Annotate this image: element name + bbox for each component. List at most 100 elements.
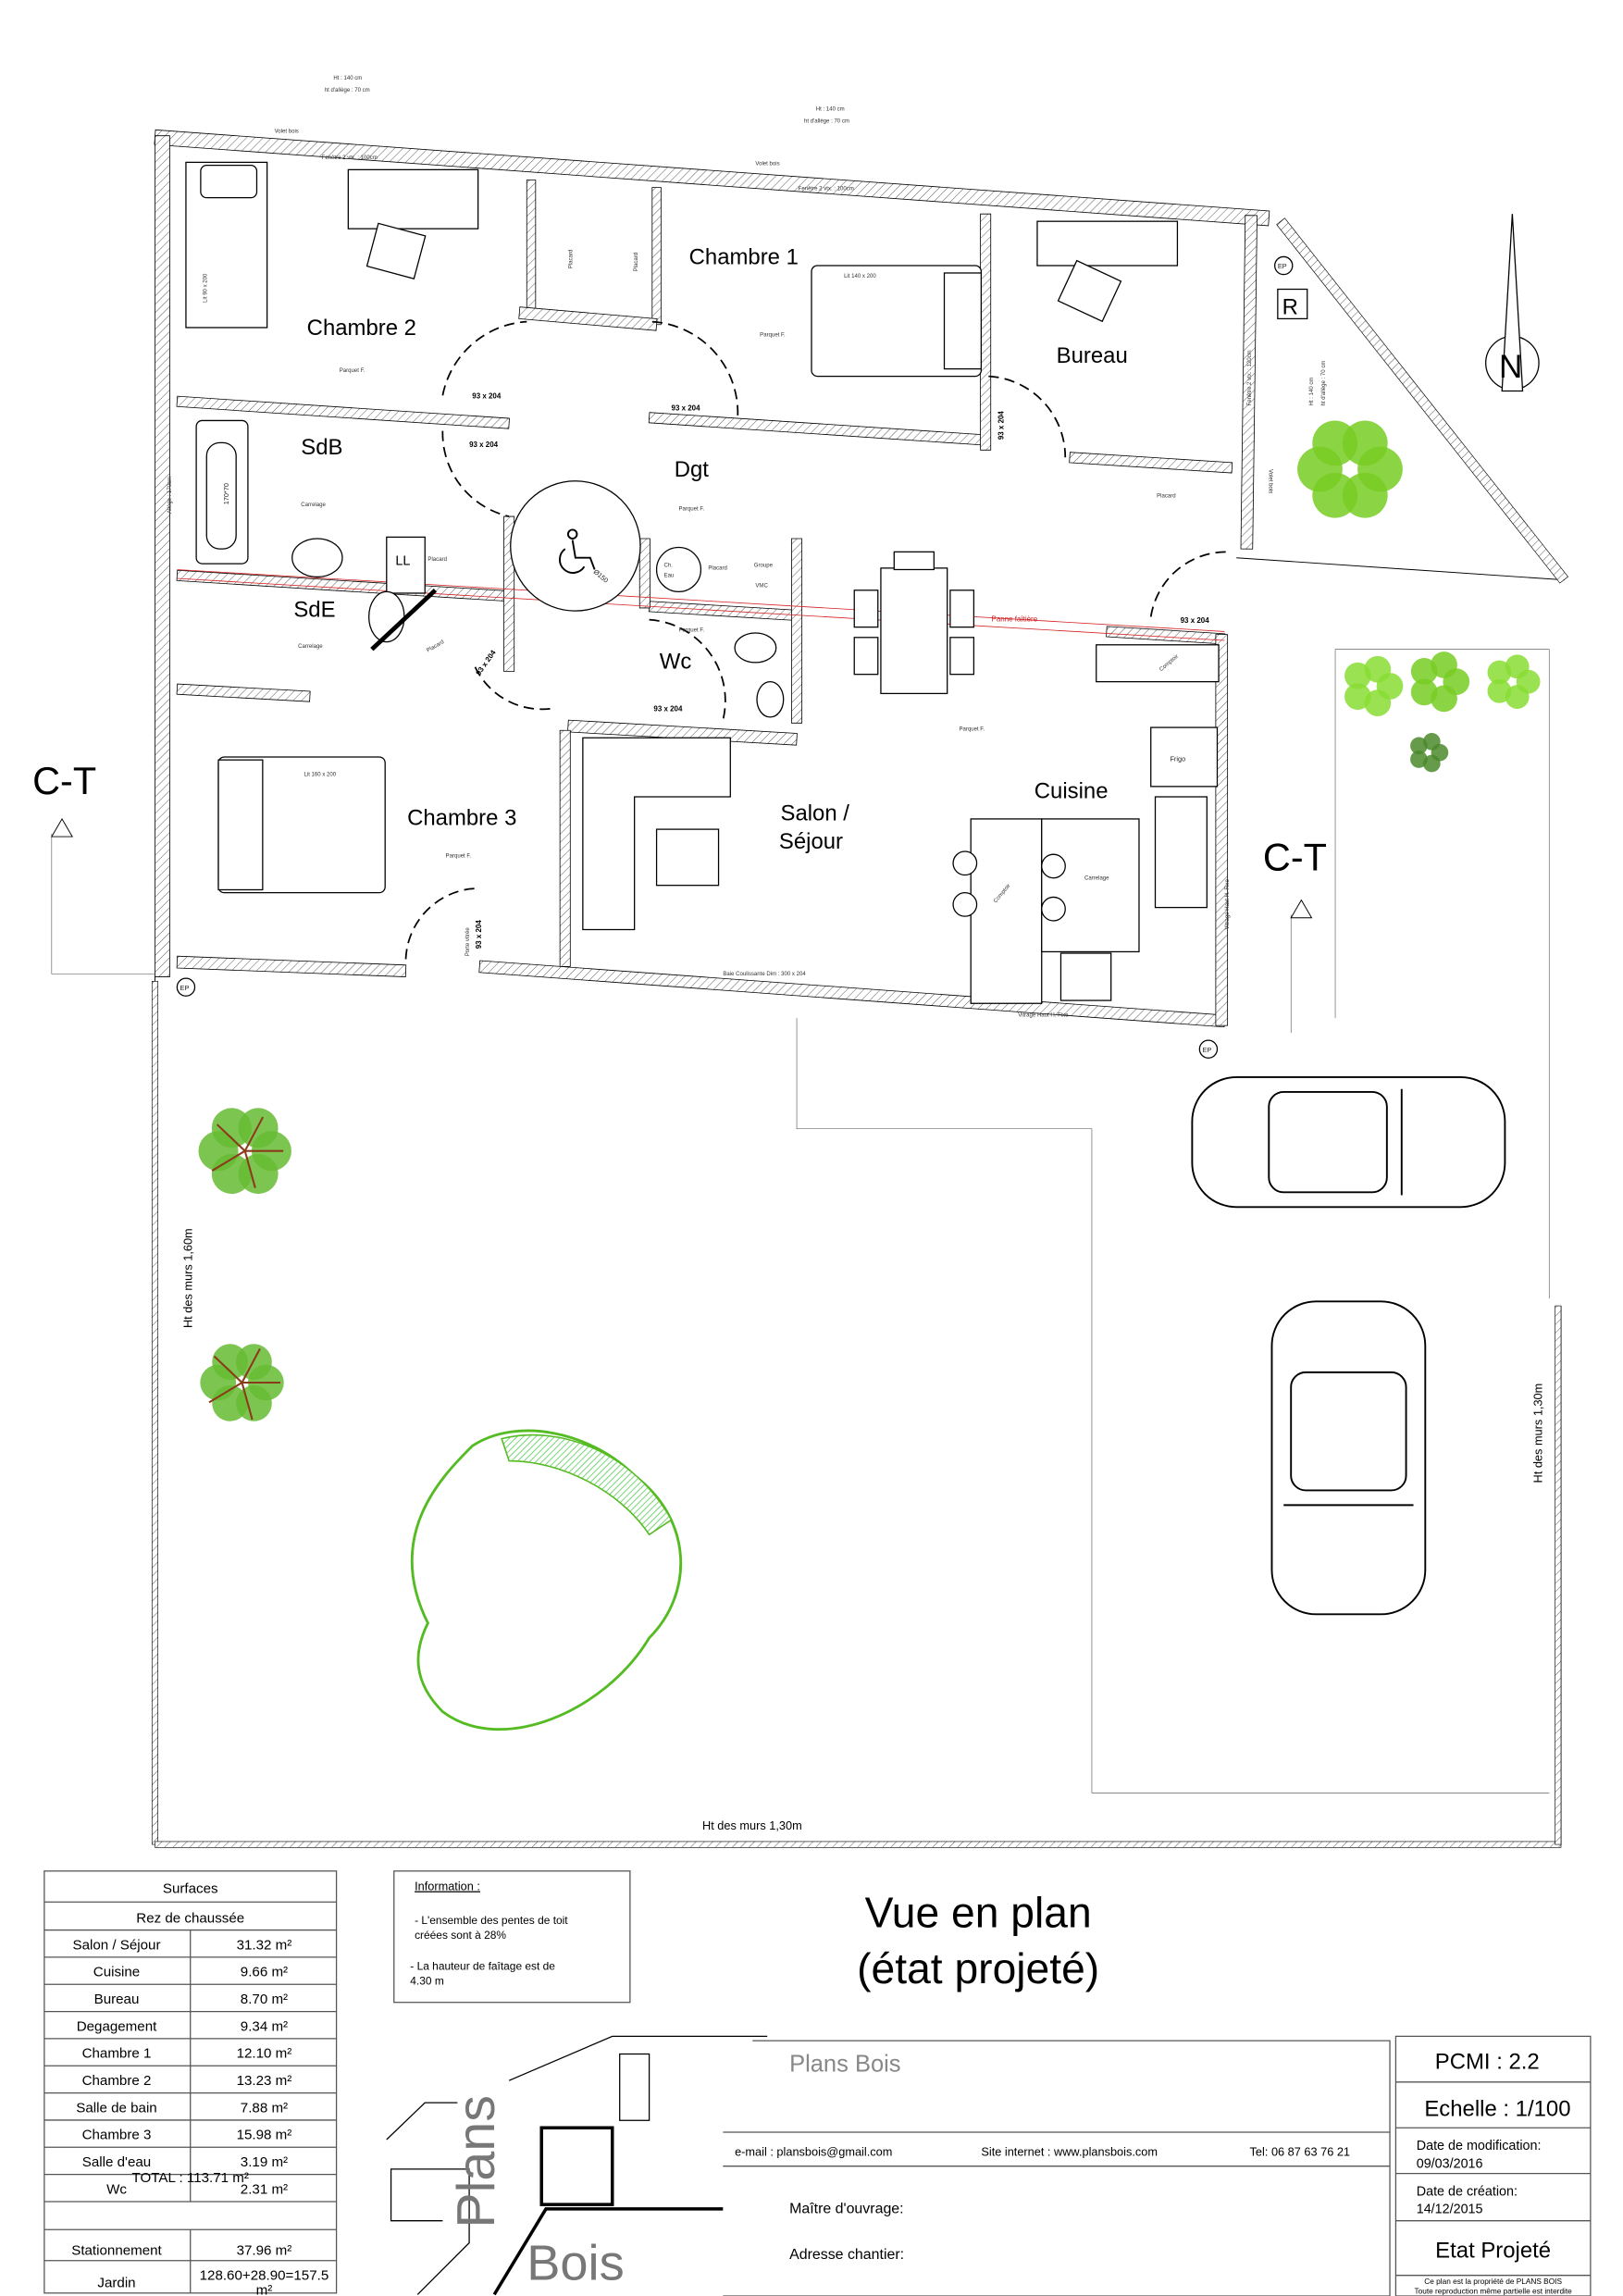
wall (155, 135, 170, 977)
tree (1342, 420, 1388, 466)
stool (1041, 853, 1066, 879)
table-room: Salon / Séjour (72, 1937, 160, 1953)
window-height: Ht : 140 cm (1309, 378, 1315, 406)
room-chambre-1: Chambre 1 (689, 244, 799, 269)
table-room: Chambre 3 (82, 2128, 152, 2143)
modified-label: Date de modification: (1417, 2139, 1542, 2153)
closet-label: Placard (634, 253, 639, 272)
room-sejour: Séjour (779, 829, 843, 854)
kitchen-sink (1154, 796, 1208, 909)
glass-door-label: Porte vitrée (465, 927, 471, 957)
fridge-box (1150, 726, 1219, 788)
ep-marker (1198, 1039, 1219, 1059)
ridge-label: Panne faîtière (992, 614, 1038, 623)
vegetation (198, 420, 1541, 1421)
closet-label: Placard (569, 250, 575, 269)
closet-label: Placard (1157, 493, 1176, 499)
chair (853, 637, 879, 676)
shutter-label: Volet bois (1267, 469, 1272, 493)
wall (1069, 452, 1233, 474)
table-room: Chambre 1 (82, 2046, 152, 2062)
table-room: Chambre 2 (82, 2073, 152, 2089)
wall (648, 412, 983, 446)
table-room: Bureau (94, 1992, 140, 2007)
sill-label: Allège : 170cm (167, 477, 173, 514)
wall (176, 955, 407, 977)
section-arrow-icon (1290, 899, 1313, 919)
chair (1057, 259, 1122, 323)
floor-tiles: Carrelage (301, 503, 326, 508)
room-sde: SdE (293, 597, 335, 622)
dining-table (880, 567, 948, 695)
door-size: 93 x 204 (672, 403, 701, 412)
closet-label: Placard (708, 565, 727, 571)
table-area: 31.32 m² (237, 1937, 292, 1953)
tree-branch (243, 1150, 256, 1188)
bed-label: Lit 160 x 200 (304, 773, 337, 778)
window-sill: ht d'allège : 70 cm (804, 118, 849, 124)
stool (1041, 896, 1066, 922)
plans-bois-logo: Plans Bois (386, 2035, 768, 2296)
room-bureau: Bureau (1057, 343, 1128, 368)
tree-branch (213, 1355, 243, 1384)
wall (478, 960, 1226, 1028)
north-label: N (1499, 349, 1522, 385)
tree-branch (208, 1382, 243, 1404)
sink (291, 538, 343, 578)
info-text: - L'ensemble des pentes de toit (415, 1914, 568, 1927)
garden-walls (151, 217, 1569, 1848)
door-size: 93 x 204 (653, 705, 683, 714)
contact-website[interactable]: Site internet : www.plansbois.com (981, 2145, 1158, 2159)
closet-label: Placard (427, 557, 447, 563)
ep-label: EP (1278, 262, 1287, 270)
info-title: Information : (415, 1880, 480, 1893)
copyright: Ce plan est la propriété de PLANS BOIS (1424, 2277, 1562, 2286)
created-label: Date de création: (1417, 2185, 1518, 2200)
table-area: 15.98 m² (237, 2128, 292, 2143)
wall (638, 538, 650, 609)
garden-wall (1555, 1305, 1562, 1845)
window-label: Fenêtre 2 vtx. : 100cm (799, 187, 854, 192)
washing-machine (386, 536, 426, 594)
tree-branch (243, 1116, 265, 1152)
wall (518, 306, 658, 331)
table-area: 13.23 m² (237, 2073, 292, 2089)
room-chambre-2: Chambre 2 (307, 316, 416, 341)
turning-circle (510, 480, 641, 612)
shutter-label: Volet bois (755, 162, 779, 168)
door-size: 93 x 204 (469, 441, 499, 449)
wall (176, 569, 510, 602)
tree-branch (241, 1347, 261, 1384)
created-date: 14/12/2015 (1417, 2203, 1483, 2217)
floor-parquet: Parquet F. (340, 368, 365, 374)
floor-parquet: Parquet F. (446, 853, 472, 859)
information-box: Information : - L'ensemble des pentes de… (393, 1870, 631, 2004)
vmc-label: VMC (755, 584, 768, 590)
meter-label: R (1282, 295, 1298, 320)
garden-wall (1276, 217, 1569, 584)
wall (1106, 626, 1226, 645)
stool (952, 892, 978, 917)
table-total: TOTAL : 113.71 m² (132, 2170, 249, 2186)
info-text: créées sont à 28% (415, 1929, 506, 1942)
floor-tiles: Carrelage (298, 644, 323, 650)
door-size: 93 x 204 (997, 411, 1005, 441)
stool (952, 850, 978, 876)
wall (176, 683, 311, 702)
coffee-table (655, 828, 720, 887)
table-area: 8.70 m² (241, 1992, 288, 2007)
window-sill: ht d'allège : 70 cm (1321, 361, 1327, 406)
wall-height-label: Ht des murs 1,30m (702, 1818, 802, 1832)
ep-marker (1274, 255, 1294, 276)
water-heater-label: Ch. (664, 563, 674, 568)
desk (1036, 220, 1179, 267)
table-area: 9.34 m² (241, 2018, 288, 2034)
fridge-label: Frigo (1170, 755, 1185, 763)
contact-email[interactable]: e-mail : plansbois@gmail.com (735, 2145, 892, 2159)
bed-label: Lit 90 x 200 (203, 273, 208, 303)
shutter-label: Volet bois (275, 130, 299, 135)
water-heater (655, 546, 702, 593)
window-height: Ht : 140 cm (333, 76, 362, 81)
